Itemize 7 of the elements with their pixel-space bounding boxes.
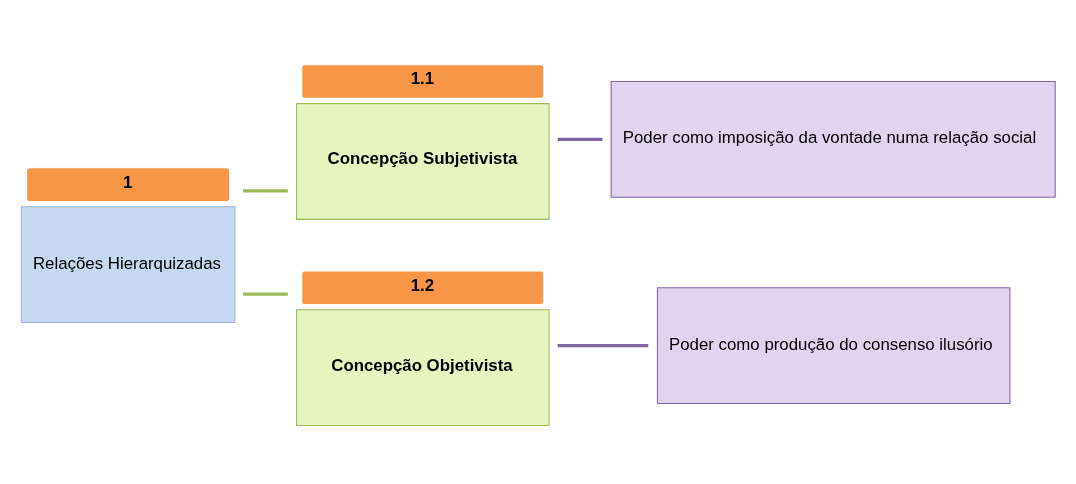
connector [557,343,649,347]
connector [557,137,603,141]
node-label: 1.1 [410,68,435,88]
connector [243,292,288,296]
node-label: 1 [122,172,133,192]
node-label: 1.2 [410,275,435,295]
connector [243,188,288,192]
